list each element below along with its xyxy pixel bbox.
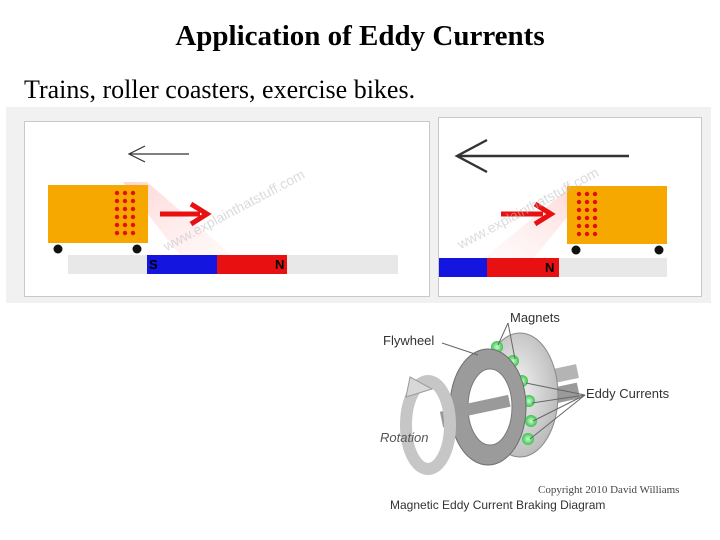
eddy-dot-grid [114, 190, 136, 236]
force-arrow-icon [501, 201, 556, 227]
direction-arrow-icon [454, 138, 629, 174]
wheel [132, 244, 142, 254]
leader-line [529, 394, 586, 440]
magnet-south [147, 255, 217, 274]
north-pole-label: N [275, 257, 285, 272]
copyright-text: Copyright 2010 David Williams [538, 484, 680, 496]
train-panel-left: S N www.explainthatstuff.com [24, 121, 430, 297]
eddy-currents-label: Eddy Currents [586, 386, 670, 401]
south-pole-label: S [149, 257, 158, 272]
leader-line [507, 322, 516, 360]
north-pole-label: N [545, 260, 555, 275]
leader-line [532, 394, 586, 422]
slide-title: Application of Eddy Currents [175, 20, 545, 52]
wheel [571, 245, 581, 255]
magnet-north [217, 255, 287, 274]
train-panel-right: N www.explainthatstuff.com [438, 117, 702, 297]
brake-diagram-drawing [400, 322, 586, 475]
leader-line [525, 382, 586, 396]
magnets-label: Magnets [510, 310, 560, 325]
wheel [654, 245, 664, 255]
flywheel-label: Flywheel [383, 333, 435, 348]
leader-line [497, 322, 509, 346]
rotation-label: Rotation [380, 430, 429, 445]
force-arrow-icon [160, 201, 212, 227]
diagram-caption: Magnetic Eddy Current Braking Diagram [390, 498, 606, 512]
wheel [53, 244, 63, 254]
eddy-glow [123, 182, 240, 262]
eddy-dot-grid [576, 191, 598, 237]
leader-line [531, 394, 586, 404]
train-car [567, 186, 667, 244]
train-panel-right-drawing [439, 138, 667, 277]
train-panel-left-drawing [48, 145, 398, 274]
magnet-south [439, 258, 487, 277]
eddy-brake-diagram: Magnets Flywheel Eddy Currents Rotation [370, 305, 700, 515]
slide-subtitle: Trains, roller coasters, exercise bikes. [24, 75, 416, 104]
magnet-north [487, 258, 559, 277]
train-illustration-strip: S N www.explainthatstuff.com [6, 107, 711, 303]
rotation-arrow-icon [400, 375, 456, 475]
leader-line [441, 342, 479, 356]
